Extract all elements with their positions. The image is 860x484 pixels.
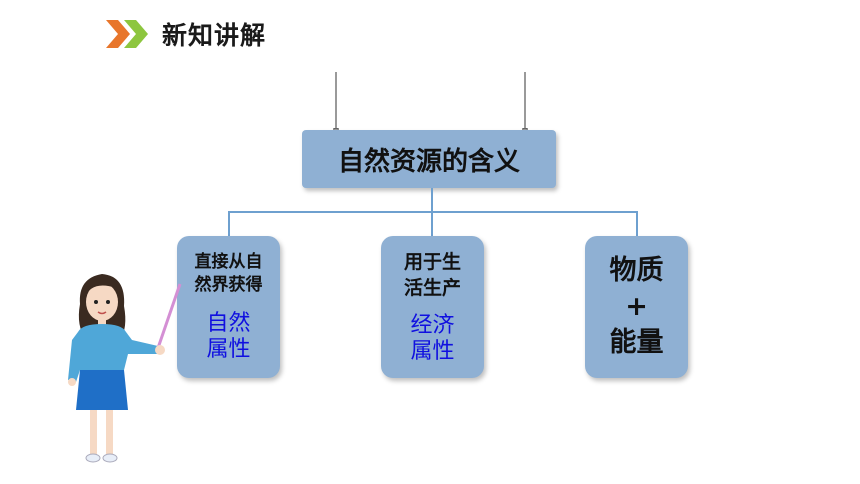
double-chevron-icon <box>106 20 148 48</box>
branch-attribute-line: 属性 <box>206 337 251 362</box>
branch-node-economic: 用于生 活生产 经济 属性 <box>381 236 484 378</box>
hanging-string-left <box>335 72 337 134</box>
connector-to-branch-2 <box>431 211 433 237</box>
connector-to-branch-3 <box>636 211 638 237</box>
connector-to-branch-1 <box>228 211 230 237</box>
section-header: 新知讲解 <box>104 14 266 54</box>
connector-vertical-root <box>431 188 433 212</box>
branch-big-line: 物质 <box>609 255 664 286</box>
root-node: 自然资源的含义 <box>302 130 556 188</box>
connector-horizontal <box>228 211 638 213</box>
hanging-string-right <box>524 72 526 134</box>
branch-node-matter-energy: 物质 + 能量 <box>585 236 688 378</box>
branch-big-line: + <box>625 291 648 322</box>
branch-node-natural: 直接从自 然界获得 自然 属性 <box>177 236 280 378</box>
branch-attribute-line: 经济 <box>410 313 455 338</box>
teacher-illustration <box>68 274 182 463</box>
branch-title-line: 然界获得 <box>194 275 263 295</box>
branch-title-line: 用于生 <box>403 251 461 273</box>
branch-title-line: 直接从自 <box>194 252 263 272</box>
branch-attribute-line: 自然 <box>206 311 251 336</box>
branch-title-line: 活生产 <box>403 277 461 299</box>
page-title: 新知讲解 <box>162 21 267 50</box>
branch-attribute-line: 属性 <box>410 339 455 364</box>
branch-big-line: 能量 <box>609 327 664 358</box>
